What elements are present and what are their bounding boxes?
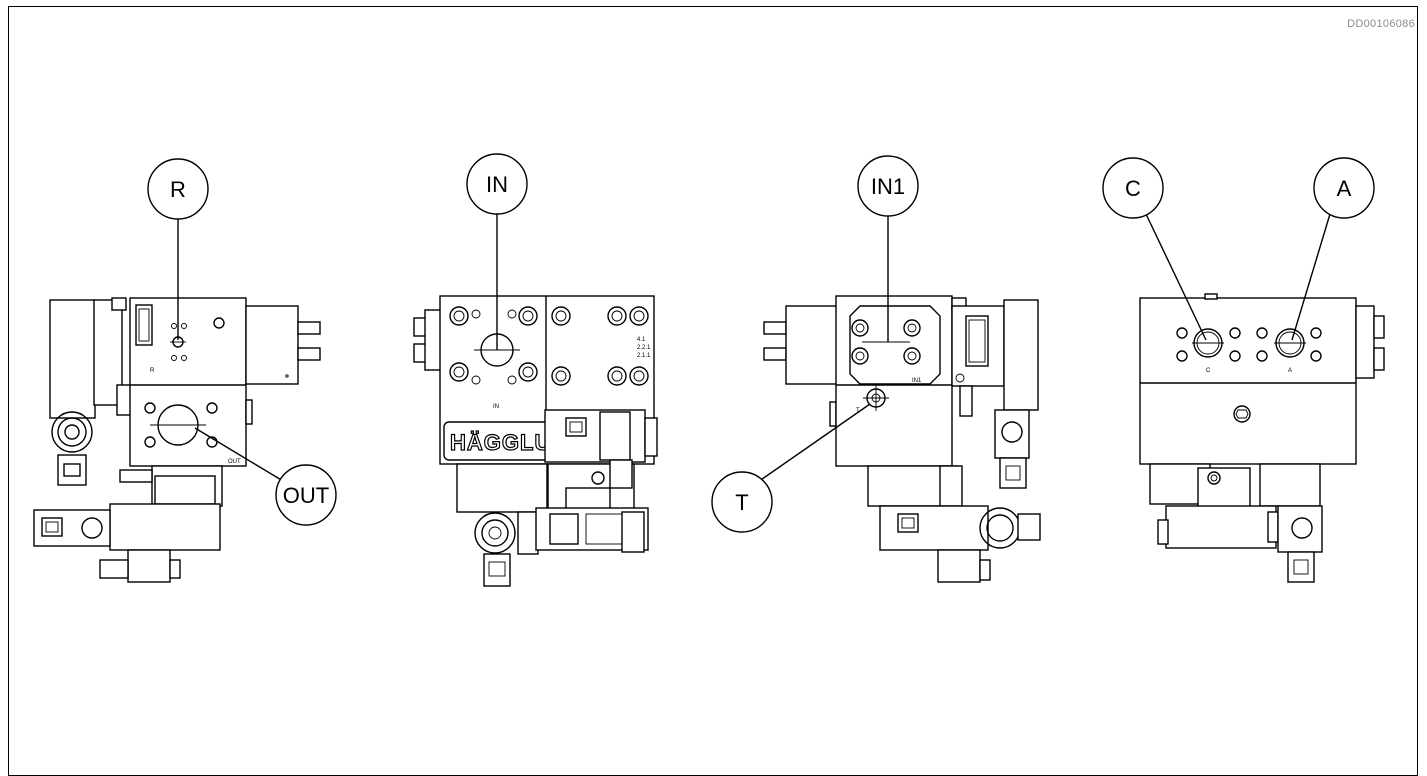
callout-t: T — [711, 403, 871, 533]
view-r-out: R OUT — [33, 297, 321, 583]
part-mark-c: C — [1206, 368, 1211, 374]
part-mark-in: IN — [493, 404, 499, 410]
view-c-a: C A — [1139, 293, 1385, 583]
svg-text:OUT: OUT — [283, 483, 329, 508]
svg-text:T: T — [735, 490, 748, 515]
part-mark-in1: IN1 — [912, 378, 922, 384]
document-id: DD00106086 — [1347, 18, 1415, 30]
view-in: IN 4.1 2.2.1 2.1.1 HÄGGLUNDS — [413, 295, 658, 587]
part-mark-t: T — [856, 408, 860, 414]
part-mark-r: R — [150, 368, 155, 374]
callout-in: IN — [466, 153, 528, 350]
svg-text:C: C — [1125, 176, 1141, 201]
part-mark-out: OUT — [228, 459, 241, 465]
svg-text:A: A — [1337, 176, 1352, 201]
callout-a: A — [1291, 157, 1375, 341]
ref-2-2-1: 2.2.1 — [637, 345, 651, 351]
callout-out: OUT — [194, 427, 337, 526]
svg-text:IN: IN — [486, 172, 508, 197]
ref-4-1: 4.1 — [637, 337, 646, 343]
callout-r: R — [147, 158, 209, 340]
part-mark-a: A — [1288, 368, 1292, 374]
ref-2-1-1: 2.1.1 — [637, 353, 651, 359]
svg-text:R: R — [170, 177, 186, 202]
callout-c: C — [1102, 157, 1207, 341]
view-in1-t: IN1 T — [763, 295, 1041, 583]
callout-in1: IN1 — [857, 155, 919, 342]
svg-text:IN1: IN1 — [871, 174, 905, 199]
